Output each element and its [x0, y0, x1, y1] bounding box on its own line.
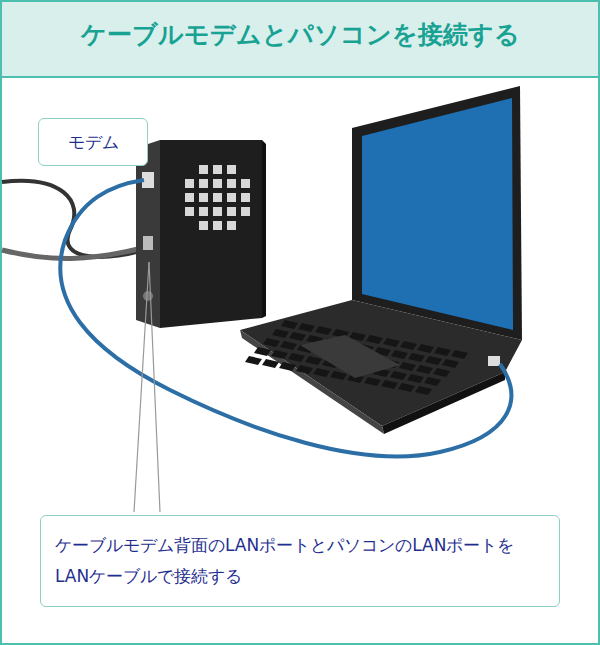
- vent-hole: [227, 193, 236, 202]
- caption-box: ケーブルモデム背面のLANポートとパソコンのLANポートをLANケーブルで接続す…: [40, 515, 560, 607]
- key: [381, 380, 398, 389]
- key: [271, 350, 288, 359]
- vent-hole: [227, 165, 236, 174]
- key: [330, 371, 347, 380]
- cable-port: [143, 236, 153, 250]
- key: [451, 350, 468, 359]
- laptop-screen: [362, 98, 513, 330]
- vent-hole: [199, 193, 208, 202]
- vent-hole: [199, 221, 208, 230]
- key: [442, 359, 459, 368]
- key: [305, 356, 322, 365]
- key: [262, 359, 279, 368]
- laptop-lid: [352, 86, 522, 340]
- key: [433, 368, 450, 377]
- key: [298, 323, 315, 332]
- laptop-keys: [245, 320, 468, 395]
- callout-label: モデム: [38, 118, 148, 166]
- key: [289, 332, 306, 341]
- key: [272, 329, 289, 338]
- key: [383, 338, 400, 347]
- vent-hole: [185, 179, 194, 188]
- vent-hole: [185, 207, 194, 216]
- vent-hole: [213, 207, 222, 216]
- node-text: ケーブルモデム背面のLANポートとパソコンのLANポートをLANケーブルで接続す…: [55, 530, 545, 593]
- vent-hole: [227, 207, 236, 216]
- vent-hole: [213, 193, 222, 202]
- title: ケーブルモデムとパソコンを接続する: [0, 18, 600, 51]
- vent-hole: [213, 165, 222, 174]
- key: [391, 350, 408, 359]
- key: [366, 335, 383, 344]
- vent-hole: [241, 207, 250, 216]
- key: [408, 353, 425, 362]
- key: [364, 377, 381, 386]
- key: [400, 341, 417, 350]
- key: [281, 320, 298, 329]
- key: [279, 362, 296, 371]
- lan-cable: [60, 180, 511, 456]
- key: [417, 344, 434, 353]
- key: [288, 353, 305, 362]
- key: [390, 371, 407, 380]
- vent-hole: [241, 193, 250, 202]
- node-text: モデム: [49, 131, 137, 153]
- key: [263, 338, 280, 347]
- key: [254, 347, 271, 356]
- vent-hole: [213, 179, 222, 188]
- touchpad: [300, 335, 400, 378]
- power-port: [143, 291, 153, 301]
- key: [398, 383, 415, 392]
- vent-hole: [213, 221, 222, 230]
- vent-hole: [185, 193, 194, 202]
- key: [280, 341, 297, 350]
- modem-vents: [185, 165, 250, 230]
- key: [434, 347, 451, 356]
- laptop-front: [382, 372, 505, 434]
- key: [315, 326, 332, 335]
- key: [425, 356, 442, 365]
- key: [399, 362, 416, 371]
- modem-front: [160, 140, 262, 328]
- key: [296, 365, 313, 374]
- vent-hole: [199, 179, 208, 188]
- key: [313, 368, 330, 377]
- vent-hole: [227, 221, 236, 230]
- modem-edge: [262, 140, 266, 318]
- key: [407, 374, 424, 383]
- coax-cable: [2, 246, 150, 259]
- key: [416, 365, 433, 374]
- key: [415, 386, 432, 395]
- key: [245, 356, 262, 365]
- laptop-lan-port: [488, 356, 500, 366]
- leader-line: [134, 262, 149, 512]
- modem-side: [136, 140, 160, 328]
- leader-line: [149, 262, 160, 512]
- vent-hole: [199, 207, 208, 216]
- key: [424, 377, 441, 386]
- vent-hole: [227, 179, 236, 188]
- vent-hole: [241, 179, 250, 188]
- vent-hole: [199, 165, 208, 174]
